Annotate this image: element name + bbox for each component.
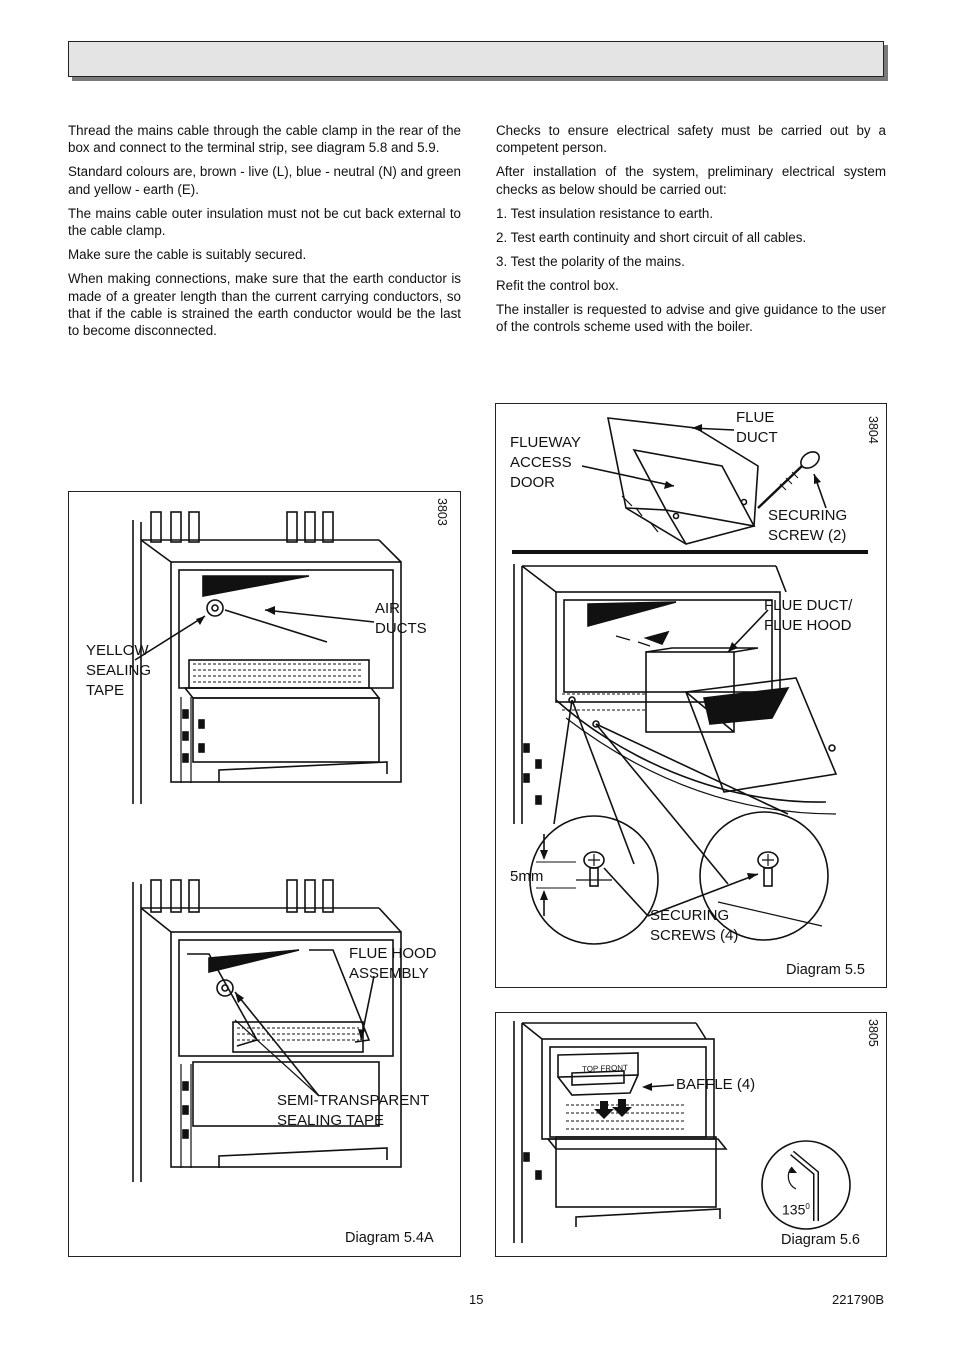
flue-duct-label: FLUE DUCT: [736, 409, 778, 446]
angle-label: 1350: [782, 1201, 810, 1218]
yellow-tape-leader: [134, 615, 206, 661]
diagram-caption: Diagram 5.6: [781, 1232, 860, 1248]
angle-detail-circle: [761, 1140, 851, 1230]
paragraph: Make sure the cable is suitably secured.: [68, 247, 307, 263]
paragraph: The mains cable outer insulation must no…: [68, 205, 461, 239]
baffle-label: BAFFLE (4): [676, 1076, 756, 1093]
diagram-caption: Diagram 5.5: [786, 962, 865, 978]
gap-label: 5mm: [510, 868, 544, 885]
flue-hood-leader: [360, 975, 375, 1041]
securing-screw-label: SECURING SCREW (2): [768, 507, 848, 544]
screws-leader: [603, 867, 649, 917]
diagram-5-5-drawing: [512, 417, 868, 945]
paragraph: Thread the mains cable through the cable…: [68, 123, 461, 156]
right-text-column: Checks to ensure electrical safety must …: [496, 122, 886, 342]
flueway-access-door-label: FLUEWAY ACCESS DOOR: [510, 434, 581, 491]
paragraph: Checks to ensure electrical safety must …: [496, 123, 886, 156]
paragraph: The installer is requested to advise and…: [496, 301, 886, 335]
flue-duct-hood-label: FLUE DUCT/ FLUE HOOD: [764, 597, 853, 634]
document-code: 221790B: [832, 1292, 885, 1307]
flueway-door-leader: [581, 465, 675, 487]
paragraph: After installation of the system, prelim…: [496, 164, 886, 197]
baffle-print-text: TOP FRONT: [581, 1063, 629, 1074]
check-item: 1. Test insulation resistance to earth.: [496, 205, 714, 221]
upper-boiler-drawing: [132, 511, 402, 804]
diagram-5-4a: 3803 AIR DUCTS YELLOW SEALING TAPE FLUE …: [68, 491, 461, 1257]
diagram-5-6: 3805 TOP FRONT BAFFLE (4) 1350 Diagram 5…: [495, 1012, 887, 1257]
securing-screws-label: SECURING SCREWS (4): [650, 907, 739, 944]
diagram-ref-number: 3804: [866, 416, 880, 444]
diagram-5-6-drawing: [513, 1021, 851, 1243]
diagram-ref-number: 3803: [435, 498, 449, 526]
detail-circles-drawing: [529, 699, 829, 945]
flue-hood-assembly-label: FLUE HOOD ASSEMBLY: [349, 945, 437, 982]
securing-screw-drawing: [757, 451, 820, 509]
paragraph: Standard colours are, brown - live (L), …: [68, 164, 461, 197]
left-text-column: Thread the mains cable through the cable…: [68, 122, 461, 346]
paragraph: When making connections, make sure that …: [68, 271, 461, 339]
lower-boiler-drawing: [132, 879, 402, 1182]
check-item: 2. Test earth continuity and short circu…: [496, 229, 807, 245]
air-ducts-leader: [264, 609, 375, 623]
paragraph: Refit the control box.: [496, 277, 619, 293]
air-ducts-label: AIR DUCTS: [375, 600, 427, 637]
page-number: 15: [469, 1292, 484, 1307]
check-item: 3. Test the polarity of the mains.: [496, 253, 685, 269]
diagram-ref-number: 3805: [866, 1019, 880, 1047]
yellow-sealing-tape-label: YELLOW SEALING TAPE: [86, 642, 152, 699]
section-header-bar: [68, 41, 884, 77]
boiler-hood-drawing: [513, 564, 838, 824]
diagram-5-5: 3804 FLUE DUCT FLUEWAY ACCESS DOOR SECUR…: [495, 403, 887, 988]
diagram-5-4a-drawing: [132, 511, 402, 1182]
boiler-baffle-drawing: [513, 1021, 728, 1243]
semi-tape-leader: [234, 991, 320, 1097]
semi-transparent-tape-label: SEMI-TRANSPARENT SEALING TAPE: [277, 1092, 430, 1129]
diagram-caption: Diagram 5.4A: [345, 1230, 434, 1246]
